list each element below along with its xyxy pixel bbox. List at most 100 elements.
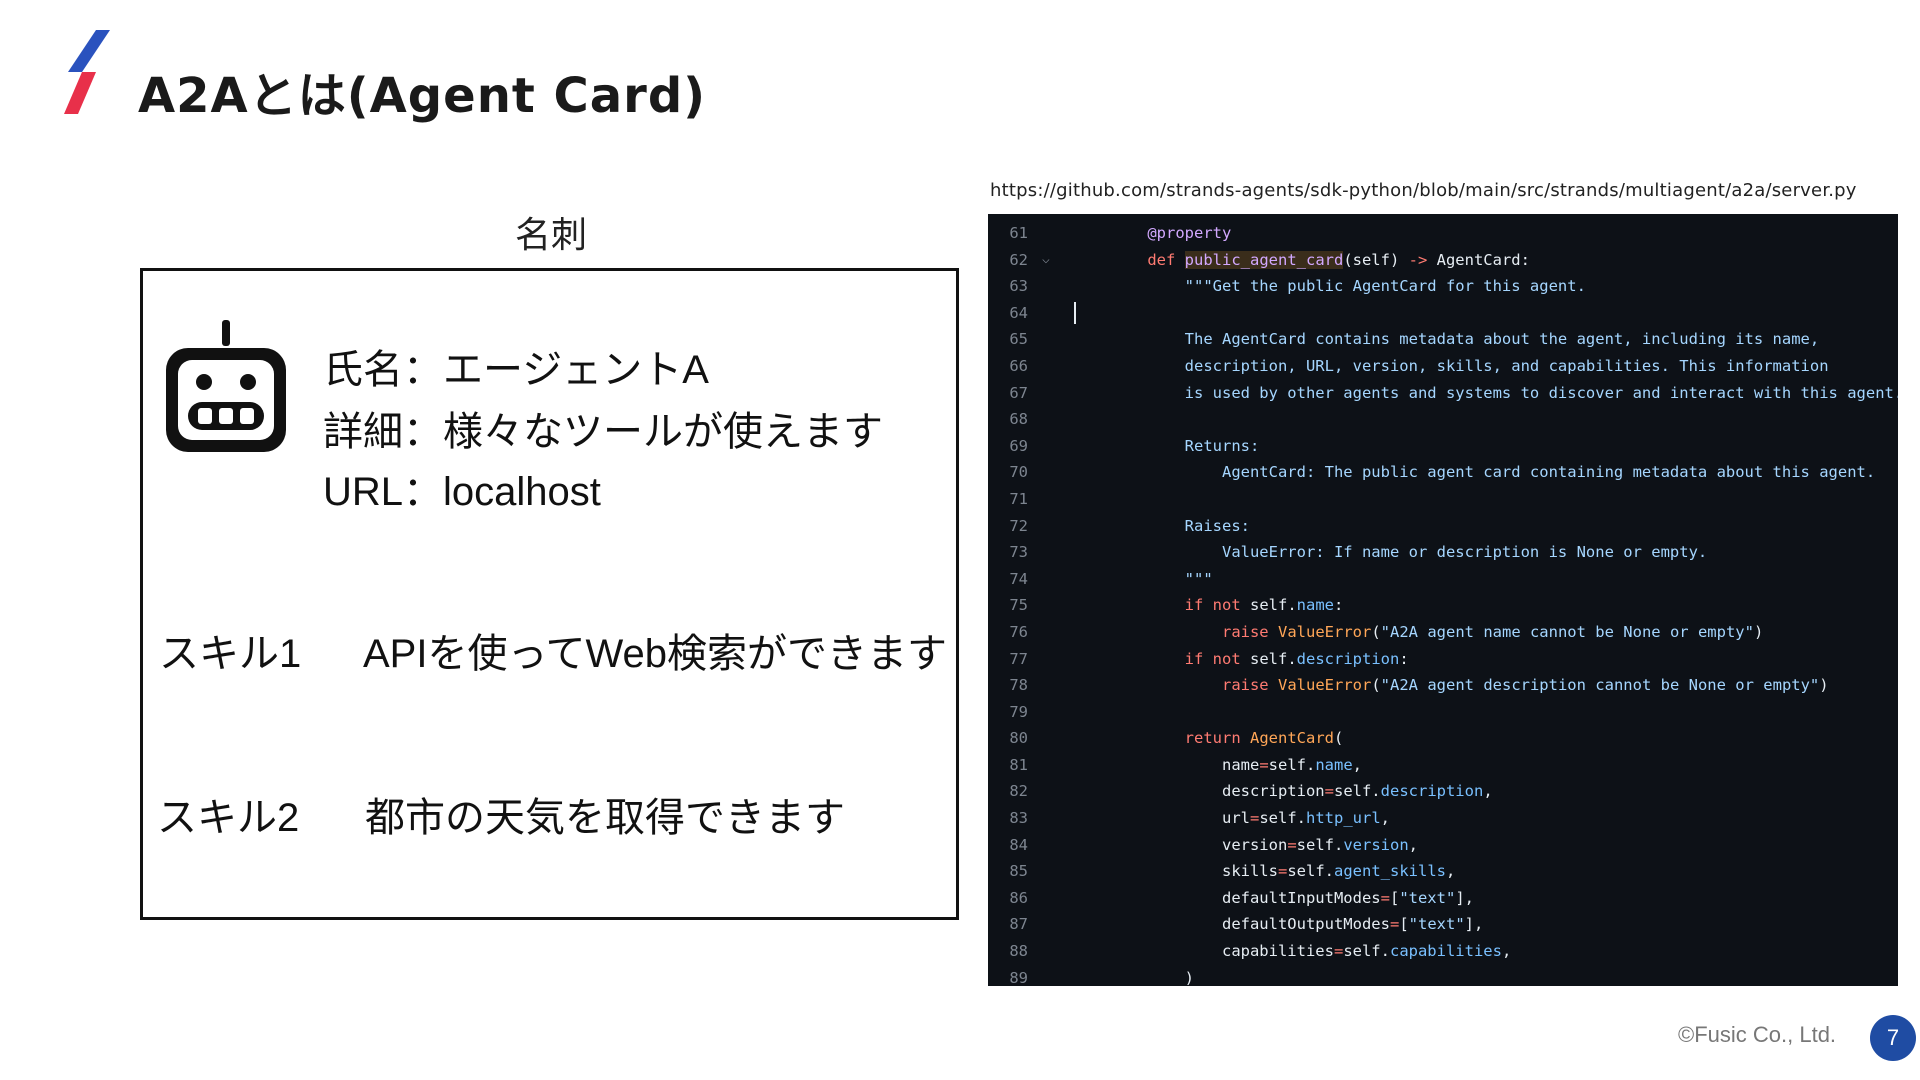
code-text: def public_agent_card(self) -> AgentCard… [1110,247,1530,274]
code-line: 84 version=self.version, [988,832,1898,859]
code-token: "text" [1399,888,1456,907]
code-token: agent_skills [1334,862,1446,881]
code-token: The AgentCard contains metadata about th… [1110,330,1820,349]
code-line: 80 return AgentCard( [988,725,1898,752]
text-cursor [1074,301,1076,324]
code-token: def [1147,250,1176,269]
code-token: self. [1259,809,1306,828]
line-number: 72 [1009,516,1028,535]
code-token [1203,650,1212,668]
fold-chevron-icon[interactable]: ⌵ [1042,251,1050,267]
logo-stripe-icon [64,30,110,114]
code-token: defaultOutputModes [1110,915,1390,934]
code-text: """Get the public AgentCard for this age… [1110,273,1586,300]
code-token: = [1380,888,1390,907]
card-name-line: 氏名：エージェントA [323,348,709,392]
skill-2-label: スキル2 [157,796,300,840]
robot-icon [166,320,286,452]
code-token [1110,729,1185,747]
code-token: ValueError [1278,676,1372,695]
code-token: , [1483,782,1493,801]
code-token: ValueError: If name or description is No… [1110,543,1708,562]
code-line: 81 name=self.name, [988,752,1898,779]
code-token: self. [1240,649,1297,668]
code-text: description=self.description, [1110,778,1493,805]
code-text: @property [1110,220,1231,247]
business-card: 氏名：エージェントA 詳細：様々なツールが使えます URL：localhost … [140,268,959,920]
code-line: 74 """ [988,566,1898,593]
code-token: , [1501,942,1512,961]
code-token: ], [1455,888,1474,907]
code-line: 88 capabilities=self.capabilities, [988,938,1898,965]
code-line: 76 raise ValueError("A2A agent name cann… [988,619,1898,646]
code-line: 77 if not self.description: [988,646,1898,673]
code-line: 63 """Get the public AgentCard for this … [988,273,1898,300]
code-token: [ [1389,888,1400,907]
code-token: ) [1110,968,1194,986]
source-url-link[interactable]: https://github.com/strands-agents/sdk-py… [990,180,1857,201]
code-token: @property [1147,224,1232,242]
code-text: return AgentCard( [1110,725,1344,752]
line-number: 71 [1009,489,1028,508]
code-token: Returns: [1110,436,1260,455]
line-number: 74 [1009,569,1028,588]
code-token: self. [1287,862,1334,881]
code-line: 61 @property [988,220,1898,247]
code-line: 83 url=self.http_url, [988,805,1898,832]
code-token [1110,650,1185,668]
code-token: """ [1110,569,1213,588]
code-text: is used by other agents and systems to d… [1110,380,1898,407]
code-text: ) [1110,965,1194,986]
code-line: 70 AgentCard: The public agent card cont… [988,459,1898,486]
line-number: 87 [1009,915,1028,934]
code-token: description, URL, version, skills, and c… [1110,356,1829,375]
code-token: [ [1399,915,1409,934]
code-token: , [1408,835,1418,854]
code-token: -> [1408,250,1428,269]
code-token: ( [1371,676,1381,695]
code-token: AgentCard [1250,729,1334,748]
code-line: 64 [988,300,1898,327]
code-token: self. [1296,835,1344,854]
code-line: 79 [988,699,1898,726]
code-token: raise [1221,622,1269,641]
code-token: ValueError [1278,622,1372,641]
code-line: 78 raise ValueError("A2A agent descripti… [988,672,1898,699]
code-text: AgentCard: The public agent card contain… [1110,459,1875,486]
code-token: public_agent_card [1184,250,1344,269]
line-number: 79 [1009,702,1028,721]
code-token: ], [1464,915,1484,934]
code-token [1110,676,1222,694]
line-number: 78 [1009,676,1028,695]
code-token: name [1315,755,1353,774]
line-number: 68 [1009,410,1028,429]
code-text: defaultOutputModes=["text"], [1110,911,1483,938]
code-line: 73 ValueError: If name or description is… [988,539,1898,566]
code-token: , [1380,809,1390,828]
code-token [1241,729,1250,747]
code-line: 67 is used by other agents and systems t… [988,380,1898,407]
code-text: The AgentCard contains metadata about th… [1110,326,1820,353]
code-token: Raises: [1110,516,1250,535]
line-number: 76 [1009,622,1028,641]
code-text: capabilities=self.capabilities, [1110,938,1511,965]
code-token: defaultInputModes [1110,888,1381,907]
line-number: 67 [1009,383,1028,402]
code-line: 65 The AgentCard contains metadata about… [988,326,1898,353]
code-token: not [1212,649,1241,668]
line-number: 85 [1009,862,1028,881]
code-text: if not self.name: [1110,592,1344,619]
code-text: name=self.name, [1110,752,1362,779]
code-token: self. [1240,596,1297,615]
line-number: 69 [1009,436,1028,455]
line-number: 64 [1009,303,1028,322]
code-token: if [1184,649,1204,668]
card-caption: 名刺 [514,215,587,256]
code-line: 89 ) [988,965,1898,986]
code-token: (self) [1343,250,1409,269]
copyright: ©Fusic Co., Ltd. [1678,1022,1837,1047]
slide-title: A2Aとは(Agent Card) [138,68,707,124]
code-token: description [1110,782,1325,801]
code-text: raise ValueError("A2A agent name cannot … [1110,619,1763,646]
